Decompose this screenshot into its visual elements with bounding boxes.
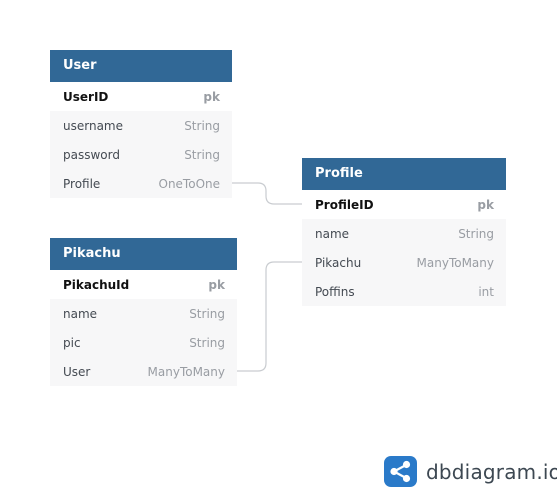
field-row-username[interactable]: username String [50,111,232,140]
table-header-pikachu[interactable]: Pikachu [50,238,237,270]
field-name: Profile [63,176,101,191]
field-row-name[interactable]: name String [50,299,237,328]
field-type: pk [203,89,220,104]
field-name: PikachuId [63,277,130,292]
field-name: name [315,226,350,241]
field-row-pic[interactable]: pic String [50,328,237,357]
field-type: String [189,306,225,321]
field-name: Pikachu [315,255,362,270]
field-row-password[interactable]: password String [50,140,232,169]
field-name: User [63,364,91,379]
field-name: UserID [63,89,109,104]
field-type: String [184,147,220,162]
field-row-profileid[interactable]: ProfileID pk [302,190,506,219]
field-row-user[interactable]: User ManyToMany [50,357,237,386]
field-name: password [63,147,120,162]
field-type: ManyToMany [416,255,494,270]
field-row-name[interactable]: name String [302,219,506,248]
share-nodes-icon [384,456,417,487]
field-row-userid[interactable]: UserID pk [50,82,232,111]
table-header-user[interactable]: User [50,50,232,82]
brand-watermark[interactable]: dbdiagram.io [384,456,557,487]
field-row-pikachu[interactable]: Pikachu ManyToMany [302,248,506,277]
field-name: username [63,118,123,133]
relationship-user-profile[interactable] [232,182,302,205]
brand-name: dbdiagram.io [426,459,557,484]
field-type: pk [208,277,225,292]
field-row-pikachuid[interactable]: PikachuId pk [50,270,237,299]
field-row-poffins[interactable]: Poffins int [302,277,506,306]
field-name: Poffins [315,284,355,299]
table-profile[interactable]: Profile ProfileID pk name String Pikachu… [302,158,506,306]
field-row-profile[interactable]: Profile OneToOne [50,169,232,198]
field-type: ManyToMany [147,364,225,379]
table-user[interactable]: User UserID pk username String password … [50,50,232,198]
field-name: name [63,306,98,321]
field-type: pk [477,197,494,212]
field-type: int [478,284,494,299]
relationship-pikachu-profile[interactable] [237,261,302,372]
field-type: String [458,226,494,241]
field-name: pic [63,335,81,350]
table-header-profile[interactable]: Profile [302,158,506,190]
field-type: String [184,118,220,133]
field-type: String [189,335,225,350]
table-pikachu[interactable]: Pikachu PikachuId pk name String pic Str… [50,238,237,386]
field-type: OneToOne [158,176,221,191]
field-name: ProfileID [315,197,374,212]
